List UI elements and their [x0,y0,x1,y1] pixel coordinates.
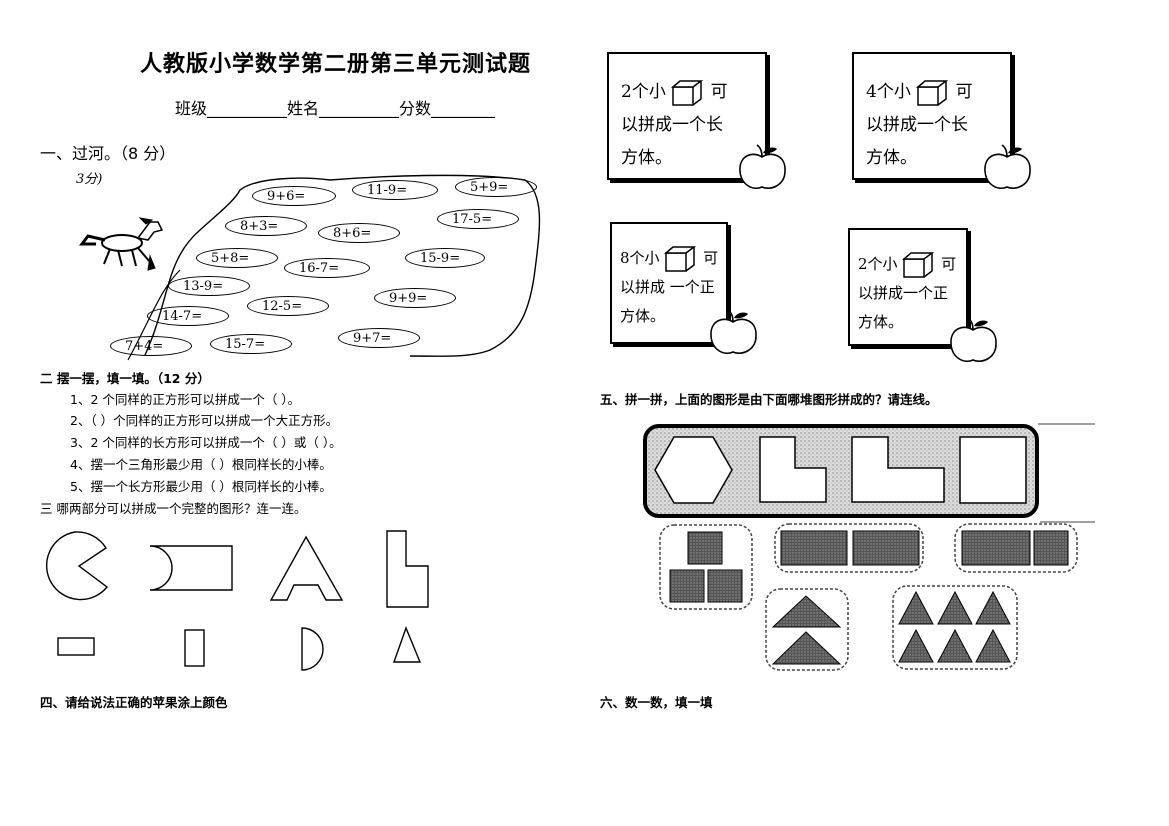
section2-item-2: 2、（ ）个同样的正方形可以拼成一个大正方形。 [70,413,339,428]
apple-icon[interactable] [980,144,1036,195]
cube-icon [902,252,935,278]
horse-icon [79,217,164,271]
l-block-shape [386,530,429,608]
section2-item-3: 3、2 个同样的长方形可以拼成一个（ ）或（ ）。 [70,435,342,450]
card-line3-text: 方体。 [866,148,917,168]
small-rectangle-piece [57,637,95,656]
rect-with-cutout-shape [149,545,233,591]
river-illustration [79,174,541,361]
score-scribble: 3分) [76,172,103,187]
equation-stone: 15-7= [210,334,292,354]
piece-group-large-triangles [765,588,849,671]
equation-stone: 15-9= [405,248,485,268]
statement-card: 2个小 可 以拼成一个正 方体。 [848,228,968,346]
section3-heading: 三 哪两部分可以拼成一个完整的图形？连一连。 [40,501,307,516]
section4-heading: 四、请给说法正确的苹果涂上颜色 [40,695,228,710]
statement-card: 8个小 可 以拼成 一个正 方体。 [610,222,728,344]
card-line3-text: 方体。 [858,313,904,331]
half-circle-piece [301,627,324,671]
apple-icon[interactable] [706,309,762,360]
equation-stone: 16-7= [284,258,370,278]
page-title: 人教版小学数学第二册第三单元测试题 [140,52,532,77]
card-line2-text: 以拼成 一个正 [620,278,715,296]
equation-stone: 14-7= [147,306,229,326]
cube-icon [671,79,704,106]
card-line2-text: 以拼成一个长 [621,115,723,135]
section5-heading: 五、拼一拼，上面的图形是由下面哪堆图形拼成的？请连线。 [600,392,938,407]
matching-shapes [45,530,429,671]
equation-stone: 13-9= [168,276,250,296]
equation-stone: 5+8= [196,248,278,268]
l-shape-target-small [759,436,827,503]
cube-icon [664,246,697,272]
section6-heading: 六、数一数，填一填 [600,695,713,710]
equation-stone: 17-5= [437,209,519,229]
card-line3-text: 方体。 [620,307,666,325]
tiling-puzzle [643,423,1095,671]
statement-card: 4个小 可 以拼成一个长 方体。 [852,52,1012,180]
small-triangle-piece [393,626,422,663]
equation-stone: 5+9= [455,177,537,197]
equation-stone: 8+3= [225,216,307,236]
equation-stone: 9+7= [338,328,420,348]
hexagon-target-shape [654,436,733,504]
section2-item-5: 5、摆一个长方形最少用（ ）根同样长的小棒。 [70,479,332,494]
apple-icon[interactable] [946,317,1002,368]
l-shape-target-wide [851,436,945,503]
card-line1-tail: 可 [955,82,973,102]
piece-group-mixed-rects [954,523,1078,573]
section2-heading: 二 摆一摆，填一填。（12 分） [40,371,210,386]
card-line2-text: 以拼成一个长 [866,115,968,135]
apple-icon[interactable] [735,144,791,195]
card-line1-tail: 可 [703,249,719,267]
statement-card: 2个小 可 以拼成一个长 方体。 [607,52,767,180]
card-line1-tail: 可 [941,255,957,273]
equation-stone: 12-5= [247,296,329,316]
pacman-circle-shape [45,531,109,601]
card-line2-text: 以拼成一个正 [858,284,949,302]
equation-stone: 7+4= [110,336,192,356]
card-line1-text: 4个小 [866,82,911,102]
equation-stone: 11-9= [352,180,438,200]
card-line1-text: 2个小 [858,255,898,273]
piece-group-long-rects [774,523,924,573]
tall-rectangle-piece [184,629,205,667]
cube-icon [916,79,949,106]
piece-group-small-triangles [892,585,1018,670]
triangle-with-cutout-shape [269,535,344,601]
section2-item-4: 4、摆一个三角形最少用（ ）根同样长的小棒。 [70,457,332,472]
card-line1-tail: 可 [710,82,728,102]
section1-heading: 一、过河。（8 分） [40,144,176,163]
section2-item-1: 1、2 个同样的正方形可以拼成一个（ ）。 [70,392,301,407]
card-line3-text: 方体。 [621,148,672,168]
card-line1-text: 2个小 [621,82,666,102]
piece-group-squares [659,524,753,610]
card-line1-text: 8个小 [620,249,660,267]
student-info-line: 班级__________姓名__________分数________ [175,99,496,118]
equation-stone: 8+6= [318,223,400,243]
equation-stone: 9+9= [374,288,456,308]
square-target-shape [959,436,1027,504]
equation-stone: 9+6= [252,186,336,206]
